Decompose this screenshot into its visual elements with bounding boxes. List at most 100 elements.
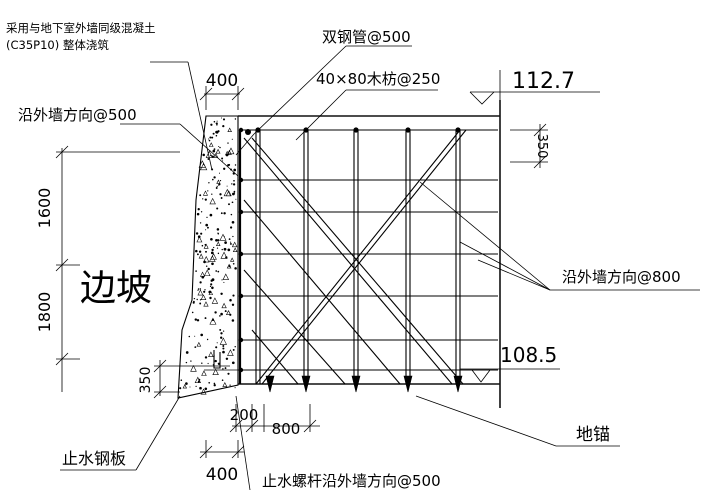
- concrete-hatch: [179, 117, 238, 395]
- concrete-dot: [222, 118, 226, 121]
- concrete-dot: [221, 248, 223, 251]
- concrete-aggregate: [215, 241, 221, 246]
- concrete-dot: [232, 183, 236, 186]
- concrete-dot: [231, 361, 235, 365]
- concrete-dot: [220, 212, 223, 215]
- concrete-dot: [234, 118, 237, 120]
- scaffold-grid: [238, 127, 498, 384]
- concrete-dot: [215, 270, 218, 272]
- concrete-aggregate: [182, 384, 188, 389]
- dim-left-350: 350: [138, 359, 230, 399]
- concrete-dot: [214, 311, 217, 314]
- dim-left-chain: 1600 1800: [35, 145, 180, 392]
- concrete-dot: [207, 158, 210, 160]
- concrete-dot: [235, 198, 237, 200]
- concrete-aggregate: [231, 241, 238, 248]
- concrete-dot: [216, 123, 218, 126]
- diagonal-braces: [243, 129, 467, 385]
- concrete-dot: [217, 232, 219, 234]
- concrete-dot: [204, 198, 207, 201]
- concrete-dot: [231, 220, 235, 224]
- concrete-wall: [177, 115, 239, 399]
- concrete-dot: [211, 136, 214, 139]
- concrete-dot: [217, 270, 220, 273]
- concrete-dot: [197, 208, 200, 211]
- concrete-dot: [211, 278, 215, 282]
- concrete-dot: [197, 288, 200, 290]
- concrete-aggregate: [209, 317, 217, 325]
- ground-anchor-stake: [351, 375, 361, 393]
- elevation-top: 112.7: [469, 69, 600, 105]
- concrete-dot: [222, 124, 225, 128]
- concrete-dot: [225, 357, 229, 361]
- concrete-aggregate: [232, 247, 238, 252]
- concrete-dot: [231, 201, 234, 204]
- joint-node: [238, 177, 244, 183]
- concrete-aggregate: [198, 253, 204, 259]
- concrete-aggregate: [227, 349, 234, 356]
- concrete-dot: [224, 310, 227, 313]
- concrete-dot: [204, 356, 208, 359]
- concrete-dot: [207, 190, 209, 192]
- concrete-aggregate: [200, 294, 207, 301]
- concrete-dot: [211, 262, 214, 266]
- concrete-dot: [208, 381, 211, 384]
- concrete-aggregate: [222, 273, 230, 280]
- concrete-aggregate: [230, 257, 235, 262]
- concrete-aggregate: [219, 233, 227, 241]
- concrete-dot: [196, 319, 200, 322]
- concrete-dot: [227, 248, 231, 252]
- concrete-dot: [231, 319, 235, 322]
- concrete-dot: [215, 239, 218, 242]
- concrete-dot: [232, 262, 235, 265]
- concrete-dot: [218, 172, 221, 174]
- concrete-dot: [225, 153, 229, 157]
- waterstop-bolt-label: 止水螺杆沿外墙方向@500: [262, 472, 441, 490]
- concrete-dot: [234, 164, 237, 166]
- concrete-dot: [230, 241, 232, 243]
- concrete-dot: [232, 244, 234, 246]
- concrete-dot: [209, 213, 213, 217]
- concrete-dot: [220, 312, 223, 316]
- concrete-dot: [208, 138, 210, 140]
- pipe-top-node: [405, 127, 411, 133]
- concrete-aggregate: [203, 243, 209, 249]
- ground-anchors: [265, 375, 463, 393]
- concrete-dot: [198, 250, 202, 253]
- concrete-dot: [232, 348, 235, 351]
- concrete-dot: [199, 288, 202, 290]
- concrete-dot: [185, 361, 188, 364]
- concrete-dot: [227, 372, 230, 375]
- ground-anchor-label: 地锚: [576, 425, 610, 445]
- concrete-aggregate: [215, 148, 221, 154]
- concrete-dot: [185, 382, 188, 385]
- elevation-bottom: 108.5: [460, 343, 560, 383]
- concrete-dot: [199, 281, 202, 284]
- concrete-dot: [213, 176, 216, 179]
- concrete-dot: [218, 145, 220, 148]
- concrete-dot: [229, 226, 233, 229]
- concrete-dot: [215, 134, 218, 137]
- concrete-dot: [224, 367, 227, 370]
- concrete-dot: [196, 298, 198, 301]
- concrete-aggregate: [209, 197, 216, 205]
- dim-800-label: 800: [272, 420, 301, 438]
- concrete-dot: [194, 318, 197, 321]
- joint-node: [238, 127, 244, 133]
- concrete-dot: [200, 211, 203, 213]
- pipe-top-node: [245, 129, 251, 135]
- concrete-dot: [202, 198, 204, 200]
- dim-200-label: 200: [230, 406, 259, 424]
- dim-top-400-label: 400: [206, 71, 238, 91]
- concrete-aggregate: [197, 289, 204, 296]
- ground-anchor-stake: [301, 375, 311, 393]
- concrete-dot: [233, 190, 236, 193]
- concrete-dot: [190, 360, 192, 362]
- concrete-aggregate: [216, 179, 221, 184]
- concrete-dot: [197, 380, 200, 383]
- concrete-aggregate: [190, 365, 197, 372]
- concrete-dot: [202, 164, 204, 166]
- concrete-dot: [221, 157, 224, 160]
- concrete-dot: [222, 160, 224, 162]
